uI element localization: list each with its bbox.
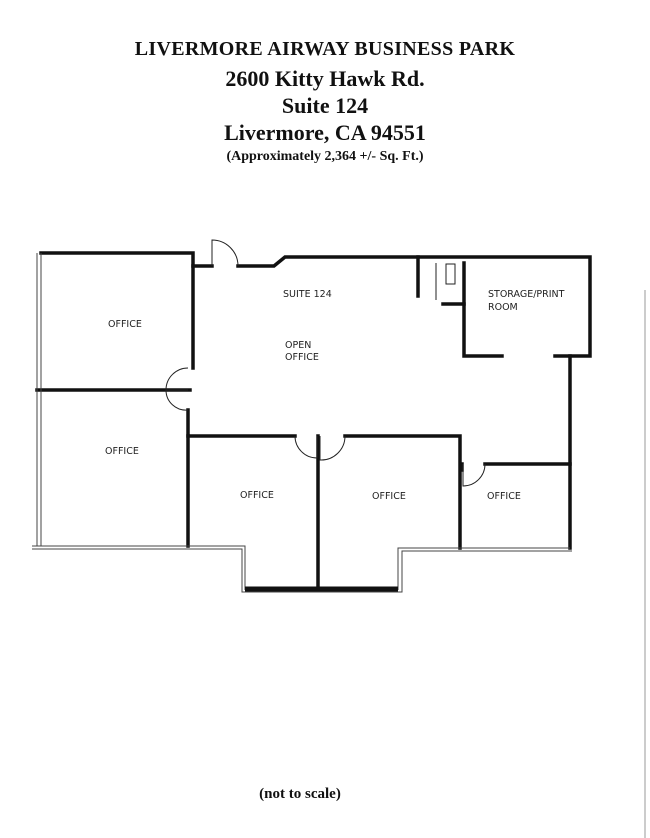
open-office-label-2: OFFICE	[285, 352, 319, 363]
suite-number: Suite 124	[281, 93, 369, 118]
office-label-bottom-left: OFFICE	[105, 446, 139, 457]
door-swing-icon	[294, 435, 318, 459]
door-swing-icon	[462, 463, 486, 487]
storage-label-2: ROOM	[488, 302, 518, 313]
door-swing-icon	[319, 435, 346, 461]
scale-note: (not to scale)	[259, 786, 341, 802]
door-swing-icon	[165, 367, 189, 391]
street-address: 2600 Kitty Hawk Rd.	[225, 66, 425, 91]
door-swing-icon	[211, 239, 239, 267]
office-label-center-left: OFFICE	[240, 490, 274, 501]
office-label-top-left: OFFICE	[108, 319, 142, 330]
walls	[35, 251, 592, 590]
square-footage: (Approximately 2,364 +/- Sq. Ft.)	[226, 149, 424, 164]
building-name: LIVERMORE AIRWAY BUSINESS PARK	[134, 38, 516, 60]
closet-fixture-icon	[445, 263, 456, 285]
wall	[343, 434, 462, 550]
wall	[39, 251, 195, 370]
exterior-glazing	[32, 253, 646, 838]
open-office-label-1: OPEN	[285, 340, 312, 351]
wall	[186, 408, 297, 438]
door-swing-icon	[165, 389, 189, 411]
city-state-zip: Livermore, CA 94551	[224, 120, 426, 145]
office-label-center-right: OFFICE	[372, 491, 406, 502]
wall	[236, 255, 592, 358]
suite-label: SUITE 124	[283, 289, 332, 300]
wall	[462, 261, 504, 358]
office-label-right: OFFICE	[487, 491, 521, 502]
door-swings	[165, 239, 486, 487]
storage-label-1: STORAGE/PRINT	[488, 289, 565, 300]
